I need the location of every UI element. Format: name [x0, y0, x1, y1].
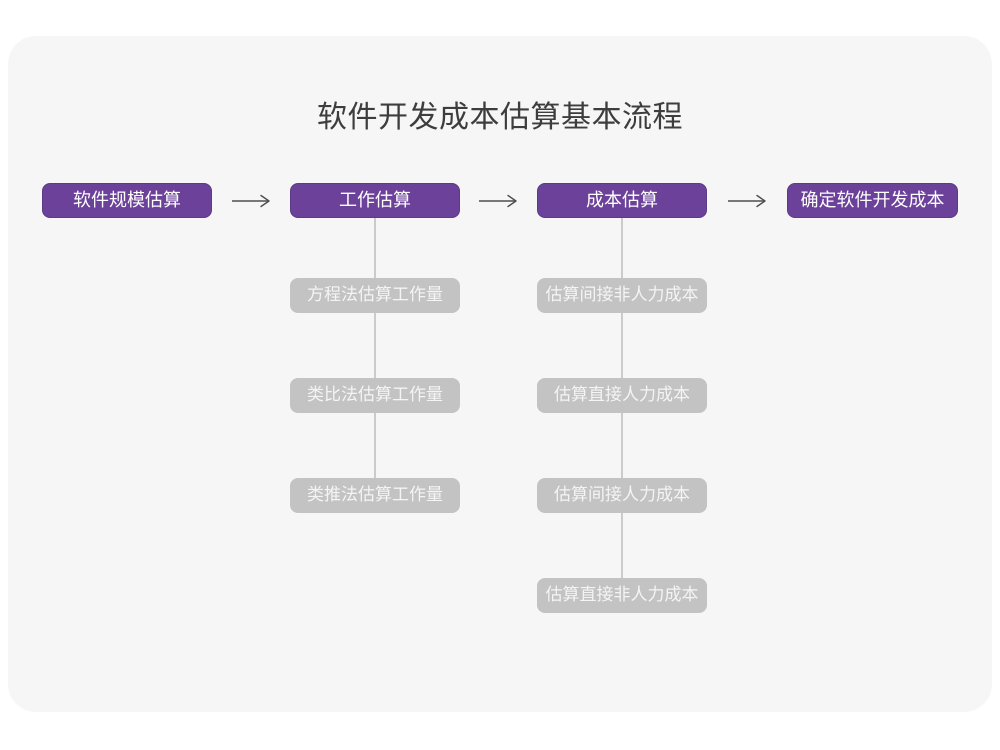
stage-node-determine-development-cost: 确定软件开发成本: [787, 183, 958, 218]
stage-node-software-scale-estimation: 软件规模估算: [42, 183, 212, 218]
right-arrow-icon: [478, 192, 518, 210]
diagram-card: [8, 36, 992, 712]
right-arrow-icon: [231, 192, 271, 210]
sub-node-indirect-nonlabor-cost: 估算间接非人力成本: [537, 278, 707, 313]
sub-node-indirect-labor-cost: 估算间接人力成本: [537, 478, 707, 513]
stage-node-work-estimation: 工作估算: [290, 183, 460, 218]
right-arrow-icon: [727, 192, 767, 210]
sub-node-analogy-method: 类比法估算工作量: [290, 378, 460, 413]
diagram-title: 软件开发成本估算基本流程: [317, 100, 683, 135]
sub-node-extrapolation-method: 类推法估算工作量: [290, 478, 460, 513]
sub-node-direct-labor-cost: 估算直接人力成本: [537, 378, 707, 413]
sub-node-direct-nonlabor-cost: 估算直接非人力成本: [537, 578, 707, 613]
sub-node-equation-method: 方程法估算工作量: [290, 278, 460, 313]
connector-line-work-estimation: [374, 218, 376, 496]
stage-node-cost-estimation: 成本估算: [537, 183, 707, 218]
